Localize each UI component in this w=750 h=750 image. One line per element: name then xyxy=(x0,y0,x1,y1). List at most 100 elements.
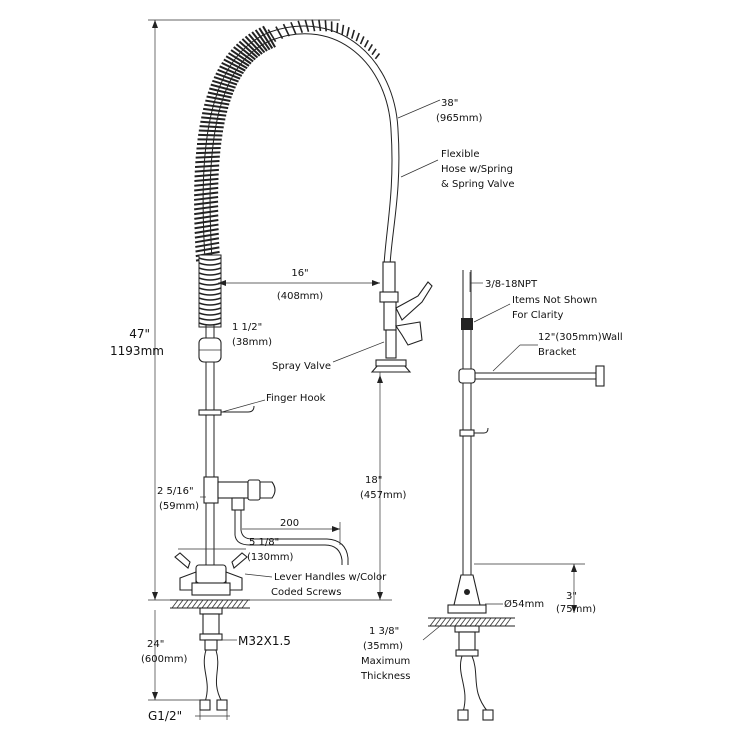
spring-coil-turn xyxy=(194,177,219,183)
spring-coil-turn xyxy=(194,223,219,230)
spring-coil-turn xyxy=(336,22,339,34)
flexible-hose xyxy=(202,25,400,266)
total-height-label: 47" xyxy=(129,327,150,341)
items-not-shown-leader xyxy=(473,303,511,323)
spring-coil-turn xyxy=(374,53,381,60)
hatch-line xyxy=(236,599,244,609)
flexible-hose-label-1: Flexible xyxy=(441,149,479,160)
under-length-label: 24" xyxy=(147,639,164,650)
finger-hook xyxy=(198,405,255,416)
hose-length-leader xyxy=(397,99,441,119)
hatch-line xyxy=(241,599,249,609)
hatch-line xyxy=(196,599,204,609)
hatch-line xyxy=(484,617,492,627)
spring-coil-turn xyxy=(202,112,227,117)
spring-coil-turn xyxy=(258,27,274,49)
finger-hook-leader xyxy=(221,399,266,413)
under-length-mm-label: (600mm) xyxy=(141,654,187,665)
countertop-left xyxy=(170,599,250,609)
reach-dimension xyxy=(218,280,380,286)
reach-mm-label: (408mm) xyxy=(277,291,323,302)
spring-coil-turn xyxy=(230,49,252,65)
spring-coil-turn xyxy=(359,36,365,45)
base-side-view xyxy=(447,574,487,614)
hatch-line xyxy=(206,599,214,609)
spout-length-dimension xyxy=(242,522,341,545)
thread-label: M32X1.5 xyxy=(238,634,291,648)
hatch-line xyxy=(499,617,507,627)
spring-coil-turn xyxy=(198,312,222,316)
maximum-label: Maximum xyxy=(361,656,410,667)
base-height-dimension xyxy=(474,563,585,613)
lever-handles-label-1: Lever Handles w/Color xyxy=(274,572,387,583)
swing-spout xyxy=(234,510,349,565)
spray-valve xyxy=(370,261,433,373)
spring-coil-turn xyxy=(341,24,345,35)
hatch-line xyxy=(176,599,184,609)
hatch-line xyxy=(221,599,229,609)
spring-coil-turn xyxy=(194,214,219,220)
spring-coil-turn xyxy=(194,164,220,168)
riser-side-view xyxy=(461,270,473,578)
hatch-line xyxy=(231,599,239,609)
spring-coil-turn xyxy=(251,31,268,52)
supply-hoses-right xyxy=(457,655,494,721)
spring-coil-turn xyxy=(350,29,356,39)
hatch-line xyxy=(181,599,189,609)
hatch-line xyxy=(439,617,447,627)
add-on-faucet xyxy=(203,476,276,511)
spring-coil-turn xyxy=(355,32,360,42)
spring-coil-turn xyxy=(221,61,244,75)
spray-valve-leader xyxy=(332,341,385,363)
hatch-line xyxy=(454,617,462,627)
spring-coil xyxy=(193,19,381,262)
wall-bracket-label: 12"(305mm)Wall xyxy=(538,332,623,343)
shank-left xyxy=(199,607,223,651)
under-length-dimension xyxy=(148,610,200,701)
spring-coil-turn xyxy=(193,196,219,201)
flexible-hose-label-2: Hose w/Spring xyxy=(441,164,513,175)
spring-coil-turn xyxy=(204,103,229,110)
spring-coil-turn xyxy=(210,83,235,92)
hatch-line xyxy=(464,617,472,627)
spring-coil-turn xyxy=(200,120,225,125)
spring-coil-turn xyxy=(235,43,256,61)
spout-mm-label: (130mm) xyxy=(247,552,293,563)
hatch-line xyxy=(434,617,442,627)
spring-coil-turn xyxy=(194,232,219,239)
spring-coil-turn xyxy=(209,87,234,96)
spring-coil-turn xyxy=(318,19,322,32)
spring-coil-turn xyxy=(217,68,241,80)
spring-lower-section xyxy=(198,254,222,328)
thickness-word-label: Thickness xyxy=(360,671,410,682)
valve-height-label: 18" xyxy=(365,475,382,486)
spring-coil-turn xyxy=(262,25,276,48)
spout-length-label: 200 xyxy=(280,518,299,529)
base-height-mm-label: (75mm) xyxy=(556,604,596,615)
spring-coil-turn xyxy=(194,205,219,211)
spring-coil-turn xyxy=(198,282,222,286)
spring-coil-turn xyxy=(290,21,297,35)
spring-coil-turn xyxy=(194,186,219,192)
hatch-line xyxy=(459,617,467,627)
hatch-line xyxy=(444,617,452,627)
items-not-shown-label-1: Items Not Shown xyxy=(512,295,597,306)
spring-coil-turn xyxy=(213,76,238,86)
spring-coil-turn xyxy=(198,277,222,281)
spring-coil-turn xyxy=(367,43,373,52)
spring-coil-turn xyxy=(219,65,243,77)
flexible-hose-leader xyxy=(400,159,439,178)
finger-hook-side xyxy=(459,427,489,437)
spring-coil-turn xyxy=(195,155,220,159)
hatch-line xyxy=(449,617,457,627)
spring-coil-turn xyxy=(244,35,263,55)
spring-coil-turn xyxy=(198,257,222,261)
base-dia-label: Ø54mm xyxy=(504,598,544,610)
lever-handles-label-2: Coded Screws xyxy=(271,587,341,598)
hatch-line xyxy=(494,617,502,627)
spring-coil-turn xyxy=(267,29,277,43)
spray-valve-label: Spray Valve xyxy=(272,361,331,372)
mixing-valve xyxy=(174,548,248,596)
add-on-height-mm-label: (59mm) xyxy=(159,501,199,512)
